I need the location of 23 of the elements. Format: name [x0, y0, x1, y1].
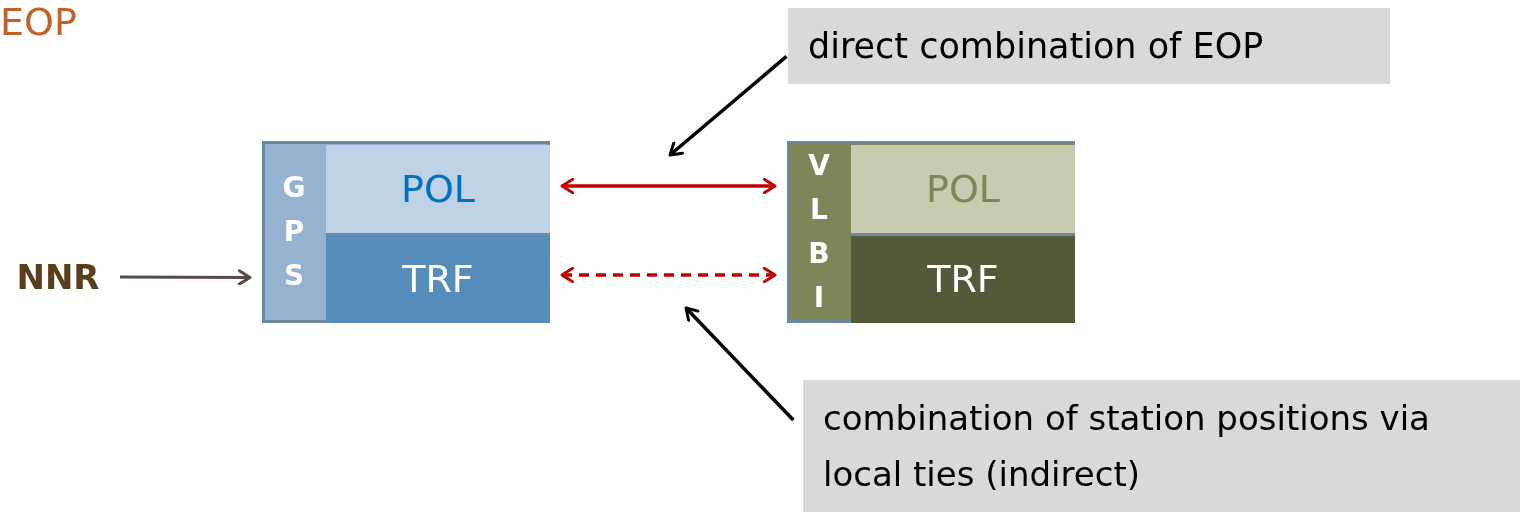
vertical-label: VLBI	[807, 148, 831, 316]
leader-line	[684, 306, 795, 422]
callout-box	[788, 8, 1390, 84]
label-box	[851, 233, 1075, 323]
cell-text: POL	[401, 165, 475, 213]
label-box	[326, 145, 550, 233]
callout-text: direct combination of EOP	[808, 25, 1264, 68]
node-label: NNR	[16, 255, 100, 299]
label-box	[326, 233, 550, 323]
arrow	[560, 177, 777, 195]
arrow	[120, 269, 252, 286]
cell-text: TRF	[402, 256, 474, 303]
instrument-box	[787, 141, 1075, 323]
label-box	[851, 145, 1075, 233]
title: EOP	[0, 0, 77, 44]
callout-text: combination of station positions via local ties (indirect)	[823, 397, 1431, 496]
vertical-label: GPS	[281, 170, 307, 294]
callout-box	[803, 380, 1520, 512]
cell-text: TRF	[927, 256, 999, 303]
leader-line	[668, 55, 788, 157]
cell-text: POL	[926, 165, 1000, 213]
instrument-box	[262, 141, 550, 323]
arrow	[560, 266, 777, 284]
